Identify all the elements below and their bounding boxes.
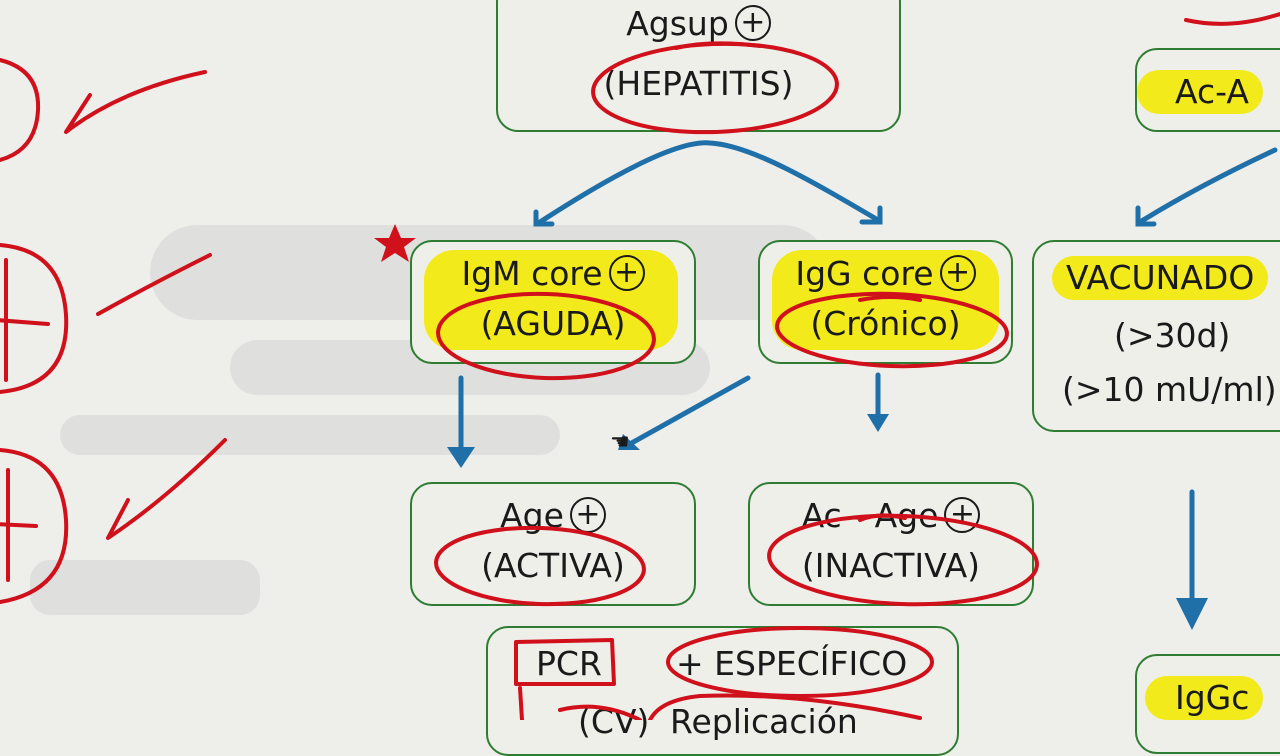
igm-label: IgM core: [461, 254, 603, 293]
vacunado-box: VACUNADO (>30d) (>10 mU/ml): [1032, 240, 1280, 432]
plus-circle-icon: +: [734, 5, 771, 41]
age-sub: (ACTIVA): [481, 546, 625, 585]
hbsag-label: Agsup: [626, 4, 729, 43]
pcr-result: + ESPECÍFICO: [676, 644, 908, 683]
plus-circle-icon: +: [939, 255, 976, 291]
vacunado-titer: (>10 mU/ml): [1062, 370, 1277, 409]
igg-box: IgG core+ (Crónico): [758, 240, 1013, 364]
star-icon: [374, 224, 416, 262]
acage-sub: (INACTIVA): [801, 546, 981, 585]
acag-label: Ac-A: [1137, 70, 1263, 114]
hand-cursor-icon: ☚: [610, 430, 630, 455]
hbsag-box: Agsup+ (HEPATITIS): [496, 0, 901, 132]
hbsag-sub: (HEPATITIS): [603, 64, 794, 103]
acag-box: Ac-A: [1135, 48, 1280, 132]
plus-circle-icon: +: [608, 255, 645, 291]
iggc-label: IgGc: [1145, 676, 1264, 720]
red-ink-annotations: [0, 12, 1280, 720]
vacunado-label: VACUNADO: [1052, 256, 1269, 300]
igg-label: IgG core: [795, 254, 934, 293]
igm-sub: (AGUDA): [480, 304, 626, 343]
plus-circle-icon: +: [569, 497, 606, 533]
igm-box: IgM core+ (AGUDA): [410, 240, 696, 364]
background-watermark-band: [60, 415, 560, 455]
vacunado-days: (>30d): [1114, 316, 1231, 355]
background-watermark-band: [30, 560, 260, 615]
igg-sub: (Crónico): [810, 304, 961, 343]
pcr-label: PCR: [536, 644, 602, 683]
